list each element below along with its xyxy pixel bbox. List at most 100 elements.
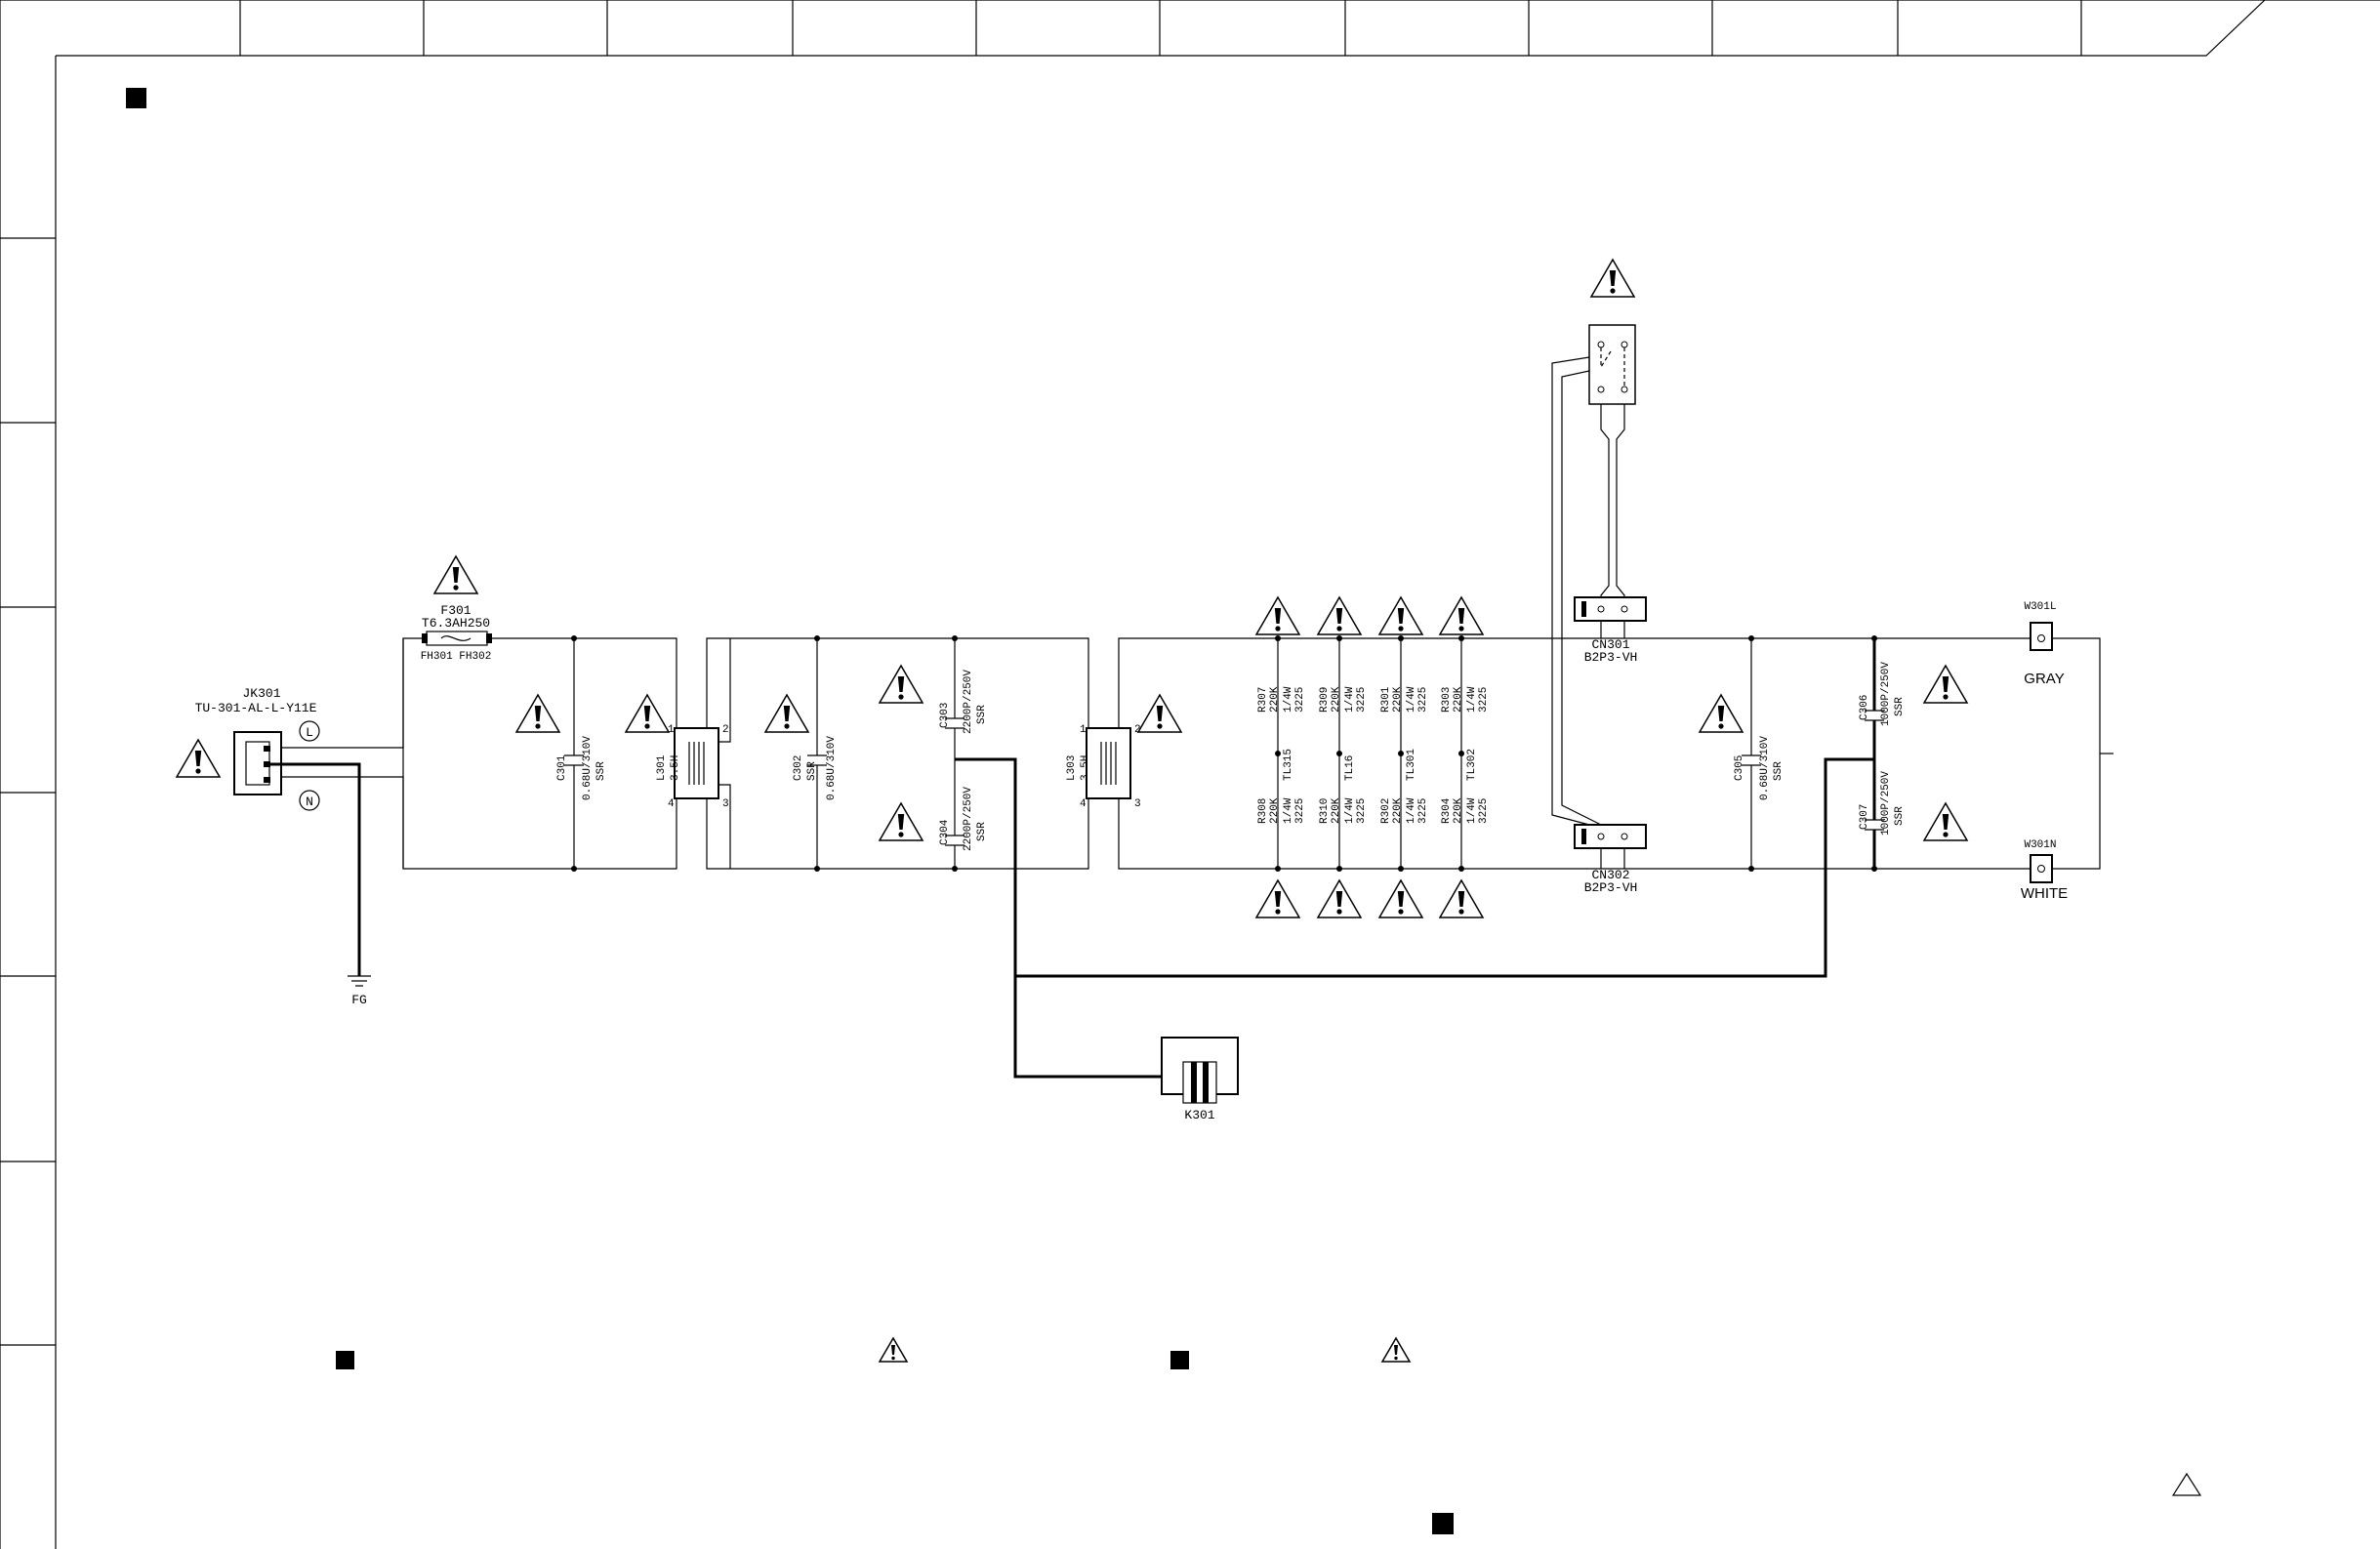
capacitor-c301: C301 0.68U/310V SSR: [556, 635, 607, 872]
svg-text:3225: 3225: [1478, 798, 1490, 824]
warning-triangle-icon: [879, 1337, 908, 1363]
svg-text:W301N: W301N: [2024, 839, 2056, 851]
warning-triangle-icon: [1317, 596, 1362, 635]
warning-triangle-icon: [1439, 879, 1484, 918]
square-marker-icon: [1432, 1513, 1454, 1534]
svg-text:TL302: TL302: [1466, 749, 1478, 781]
svg-text:0.68U/310V: 0.68U/310V: [582, 736, 594, 800]
square-marker-icon: [126, 88, 146, 108]
wire-terminal-w301l: W301L GRAY: [2024, 601, 2064, 687]
svg-text:3225: 3225: [1294, 798, 1306, 824]
svg-text:1/4W: 1/4W: [1466, 797, 1478, 824]
svg-text:SSR: SSR: [1894, 806, 1906, 826]
svg-text:1: 1: [668, 724, 675, 736]
svg-text:3225: 3225: [1356, 687, 1368, 713]
svg-text:CN302: CN302: [1591, 868, 1629, 882]
warning-triangle-icon: [176, 739, 221, 778]
svg-text:4: 4: [1080, 798, 1087, 810]
svg-text:N: N: [306, 795, 313, 809]
svg-text:C307: C307: [1859, 804, 1870, 830]
warning-triangle-icon: [1590, 259, 1635, 298]
warning-triangle-icon: [433, 555, 478, 594]
square-marker-icon: [336, 1351, 354, 1369]
ac-inlet-jk301: JK301 TU-301-AL-L-Y11E L N: [195, 638, 404, 976]
warning-triangle-icon: [625, 694, 670, 733]
svg-text:L: L: [306, 725, 313, 740]
svg-text:B2P3-VH: B2P3-VH: [1584, 880, 1638, 895]
svg-text:220K: 220K: [1331, 797, 1342, 824]
capacitor-c304: C304 2200P/250V SSR: [939, 759, 988, 872]
triangle-marker-icon: [2171, 1472, 2202, 1496]
svg-text:1/4W: 1/4W: [1406, 797, 1417, 824]
svg-text:1/4W: 1/4W: [1466, 686, 1478, 713]
svg-text:JK301: JK301: [242, 686, 280, 701]
svg-text:1/4W: 1/4W: [1344, 797, 1356, 824]
svg-text:3: 3: [722, 798, 729, 810]
svg-text:220K: 220K: [1269, 686, 1281, 713]
terminal-k301: K301: [1161, 1037, 1239, 1122]
capacitor-c303: C303 2200P/250V SSR: [939, 635, 988, 759]
capacitor-c305: C305 0.68U/310V SSR: [1734, 635, 1785, 872]
svg-text:F301: F301: [440, 603, 471, 618]
capacitor-c306: C306 1000P/250V SSR: [1859, 635, 1906, 759]
svg-text:SSR: SSR: [976, 822, 988, 841]
svg-text:GRAY: GRAY: [2024, 671, 2064, 687]
ground-fg: FG: [348, 975, 371, 1007]
warning-triangle-icon: [1317, 879, 1362, 918]
svg-text:C306: C306: [1859, 695, 1870, 720]
svg-text:B2P3-VH: B2P3-VH: [1584, 650, 1638, 665]
warning-triangle-icon: [764, 694, 809, 733]
svg-text:R303: R303: [1441, 687, 1453, 713]
svg-text:FH301 FH302: FH301 FH302: [421, 651, 492, 663]
svg-text:2: 2: [1134, 724, 1141, 736]
svg-text:1/4W: 1/4W: [1406, 686, 1417, 713]
connector-cn301: CN301 B2P3-VH: [1574, 596, 1647, 665]
svg-text:C301: C301: [556, 754, 568, 781]
svg-text:220K: 220K: [1453, 797, 1464, 824]
svg-text:220K: 220K: [1269, 797, 1281, 824]
svg-text:3: 3: [1134, 798, 1141, 810]
svg-text:TL16: TL16: [1344, 755, 1356, 781]
power-switch: [1551, 324, 1636, 826]
svg-text:3225: 3225: [1356, 798, 1368, 824]
svg-text:1/4W: 1/4W: [1283, 686, 1294, 713]
wire-terminal-w301n: W301N WHITE: [2021, 839, 2068, 902]
fuse-f301: F301 T6.3AH250 FH301 FH302: [421, 603, 492, 663]
svg-text:R309: R309: [1319, 687, 1331, 713]
svg-text:C303: C303: [939, 703, 951, 728]
svg-text:2200P/250V: 2200P/250V: [963, 670, 974, 734]
warning-triangle-icon: [1137, 694, 1182, 733]
resistor-r309-r310: R309 220K 1/4W 3225 TL16 R310 220K 1/4W …: [1319, 635, 1368, 872]
svg-text:WHITE: WHITE: [2021, 885, 2068, 902]
resistor-r303-r304: R303 220K 1/4W 3225 TL302 R304 220K 1/4W…: [1441, 635, 1490, 872]
svg-text:SSR: SSR: [1773, 761, 1785, 781]
svg-text:3225: 3225: [1417, 798, 1429, 824]
inductor-l303: 1 2 4 3 L303 3.5H: [1066, 724, 1141, 810]
warning-triangle-icon: [879, 802, 923, 841]
svg-text:0.68U/310V: 0.68U/310V: [826, 736, 838, 800]
inductor-l301: 1 2 4 3 L301 3.5H: [656, 638, 731, 869]
connector-cn302: CN302 B2P3-VH: [1574, 824, 1647, 895]
warning-triangle-icon: [1923, 665, 1968, 704]
svg-text:SSR: SSR: [806, 761, 818, 781]
svg-text:C304: C304: [939, 819, 951, 845]
svg-text:R301: R301: [1380, 686, 1392, 713]
svg-text:L303: L303: [1066, 755, 1078, 781]
svg-text:K301: K301: [1184, 1108, 1214, 1122]
svg-text:CN301: CN301: [1591, 637, 1629, 652]
warning-triangle-icon: [1699, 694, 1744, 733]
svg-text:1000P/250V: 1000P/250V: [1880, 662, 1892, 726]
svg-text:220K: 220K: [1392, 686, 1404, 713]
svg-text:R302: R302: [1380, 798, 1392, 824]
capacitor-c302: C302 SSR 0.68U/310V: [793, 635, 838, 872]
svg-text:FG: FG: [351, 993, 367, 1007]
svg-text:W301L: W301L: [2024, 601, 2056, 613]
resistor-r301-r302: R301 220K 1/4W 3225 TL301 R302 220K 1/4W…: [1380, 635, 1429, 872]
svg-text:1/4W: 1/4W: [1283, 797, 1294, 824]
ground-bus-2: [1015, 757, 1874, 978]
resistor-r307-r308: R307 220K 1/4W 3225 TL315 R308 220K 1/4W…: [1257, 635, 1306, 872]
svg-text:0.68U/310V: 0.68U/310V: [1759, 736, 1771, 800]
ground-bus: [955, 757, 1162, 1079]
svg-text:1000P/250V: 1000P/250V: [1880, 771, 1892, 836]
